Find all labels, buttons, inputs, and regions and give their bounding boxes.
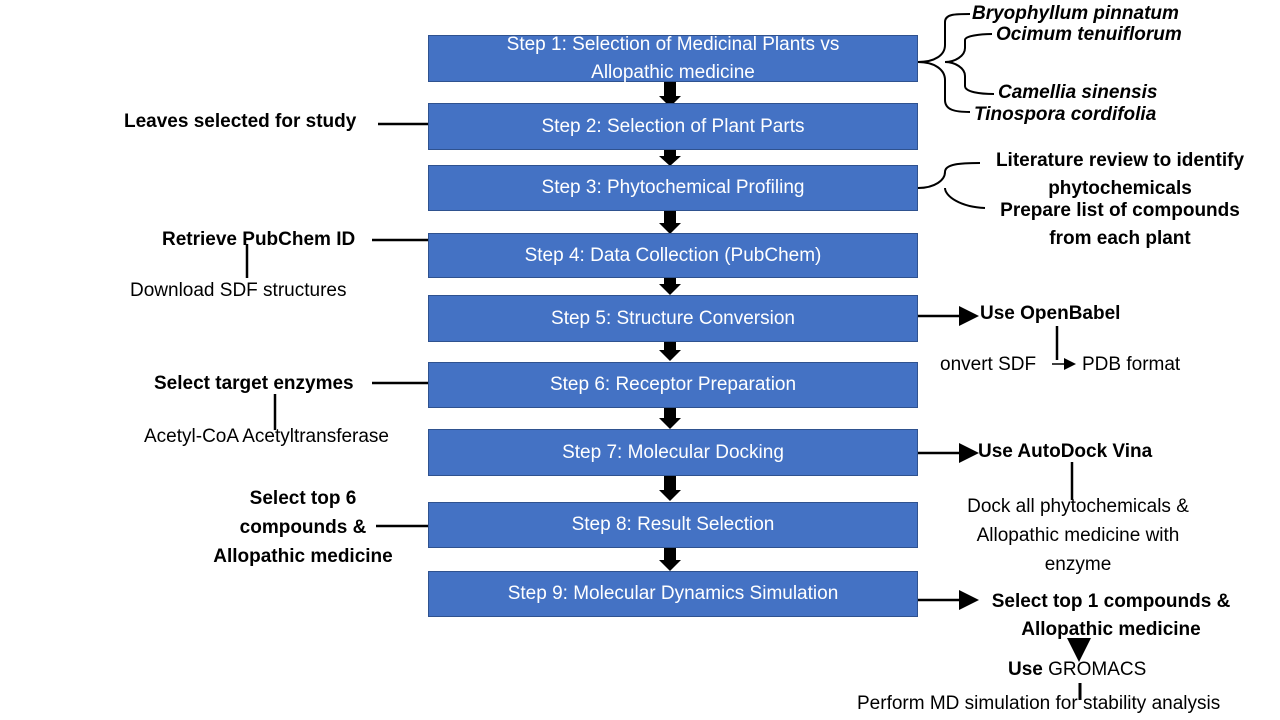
step9-select: Select top 1 compounds & Allopathic medi… bbox=[991, 591, 1231, 640]
step9-perform: Perform MD simulation for stability anal… bbox=[857, 693, 1221, 714]
step7-tool: Use AutoDock Vina bbox=[978, 441, 1153, 462]
step-4-box: Step 4: Data Collection (PubChem) bbox=[428, 233, 918, 278]
step9-use: Use GROMACS bbox=[1008, 656, 1146, 684]
step5-convert-right: PDB format bbox=[1082, 354, 1181, 375]
step-7-box: Step 7: Molecular Docking bbox=[428, 429, 918, 476]
step-8-box: Step 8: Result Selection bbox=[428, 502, 918, 548]
plant-label: Camellia sinensis bbox=[998, 82, 1158, 103]
step6-note-1: Select target enzymes bbox=[154, 373, 354, 394]
step9-use-rest: GROMACS bbox=[1048, 659, 1147, 680]
plant-label: Bryophyllum pinnatum bbox=[972, 3, 1179, 24]
step6-note-2: Acetyl-CoA Acetyltransferase bbox=[144, 426, 389, 447]
step-3-box: Step 3: Phytochemical Profiling bbox=[428, 165, 918, 211]
step4-note-1: Retrieve PubChem ID bbox=[162, 229, 356, 250]
step-9-box: Step 9: Molecular Dynamics Simulation bbox=[428, 571, 918, 617]
step8-note: Select top 6 compounds & Allopathic medi… bbox=[213, 488, 393, 567]
step5-tool: Use OpenBabel bbox=[980, 303, 1121, 324]
step3-note-2: Prepare list of compounds from each plan… bbox=[1000, 200, 1240, 249]
step-6-box: Step 6: Receptor Preparation bbox=[428, 362, 918, 408]
step3-brace bbox=[917, 162, 986, 209]
step2-note: Leaves selected for study bbox=[124, 111, 357, 132]
plants-brace bbox=[917, 13, 995, 113]
step-5-box: Step 5: Structure Conversion bbox=[428, 295, 918, 342]
step7-detail: Dock all phytochemicals & Allopathic med… bbox=[967, 496, 1189, 575]
step-2-box: Step 2: Selection of Plant Parts bbox=[428, 103, 918, 150]
step5-convert-left: onvert SDF bbox=[940, 354, 1037, 375]
plant-label: Ocimum tenuiflorum bbox=[996, 24, 1182, 45]
step9-use-bold: Use bbox=[1008, 659, 1043, 680]
step3-note-1: Literature review to identify phytochemi… bbox=[995, 150, 1245, 199]
plant-label: Tinospora cordifolia bbox=[974, 104, 1157, 125]
step-down-arrows bbox=[659, 82, 681, 571]
step4-note-2: Download SDF structures bbox=[130, 280, 347, 301]
step-1-box: Step 1: Selection of Medicinal Plants vs… bbox=[428, 34, 918, 83]
